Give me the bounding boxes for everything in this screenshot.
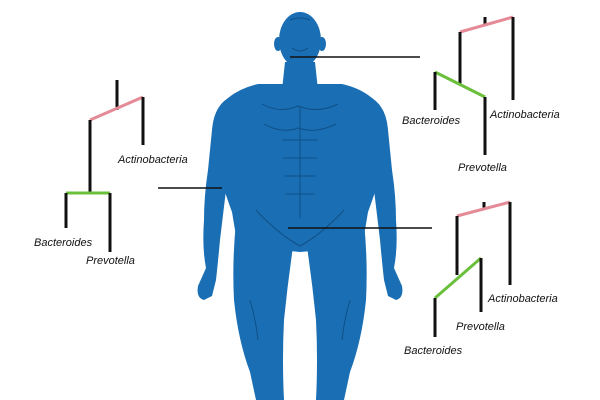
tree-face-pink-branch bbox=[459, 15, 514, 34]
head bbox=[279, 12, 321, 68]
left-ear bbox=[274, 37, 282, 51]
phylo-tree-gut: Actinobacteria Prevotella Bacteroides bbox=[404, 200, 558, 357]
neck bbox=[282, 62, 318, 90]
tree-face-green-branch bbox=[434, 70, 486, 99]
tree-gut-green-branch bbox=[434, 256, 482, 300]
tree-arm-pink-branch bbox=[89, 95, 144, 122]
right-ear bbox=[318, 37, 326, 51]
right-arm bbox=[360, 96, 403, 300]
tree-face-label-actinobacteria: Actinobacteria bbox=[489, 109, 560, 121]
tree-face-label-bacteroides: Bacteroides bbox=[402, 115, 461, 127]
tree-arm-label-prevotella: Prevotella bbox=[86, 255, 135, 267]
anatomy-detail-lines bbox=[249, 17, 351, 341]
tree-gut-label-actinobacteria: Actinobacteria bbox=[487, 293, 558, 305]
tree-arm-label-actinobacteria: Actinobacteria bbox=[117, 154, 188, 166]
phylo-tree-arm: Actinobacteria Bacteroides Prevotella bbox=[34, 80, 188, 267]
tree-gut-label-bacteroides: Bacteroides bbox=[404, 345, 463, 357]
tree-face-label-prevotella: Prevotella bbox=[458, 162, 507, 174]
tree-gut-label-prevotella: Prevotella bbox=[456, 321, 505, 333]
connector-lines bbox=[158, 56, 432, 229]
left-leg bbox=[233, 222, 300, 400]
left-arm bbox=[197, 96, 240, 300]
tree-gut-pink-branch bbox=[456, 200, 511, 218]
phylo-tree-face: Bacteroides Actinobacteria Prevotella bbox=[402, 15, 560, 174]
right-leg bbox=[300, 222, 367, 400]
tree-arm-label-bacteroides: Bacteroides bbox=[34, 237, 93, 249]
human-body-figure bbox=[197, 12, 403, 400]
